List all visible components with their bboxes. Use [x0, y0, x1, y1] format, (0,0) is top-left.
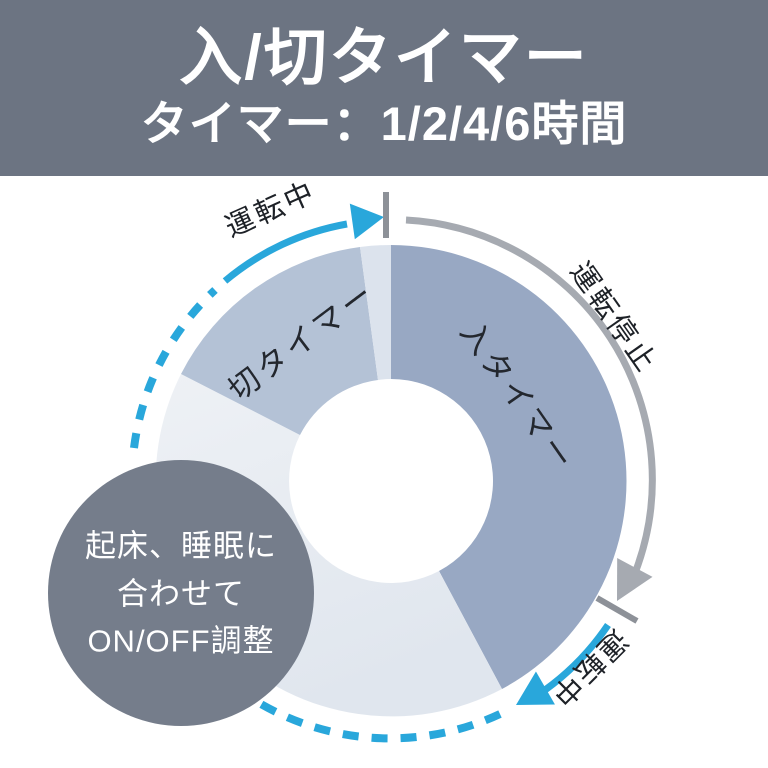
- running-arc-dashed-bottom: [236, 686, 502, 743]
- page-subtitle: タイマー：1/2/4/6時間: [140, 97, 628, 151]
- callout-line-3: ON/OFF調整: [87, 624, 274, 659]
- page-title: 入/切タイマー: [179, 22, 589, 93]
- segment-sliver: [360, 244, 391, 380]
- callout-line-2: 合わせて: [117, 577, 245, 612]
- segment-on-timer: [391, 245, 627, 689]
- running-arrow-head-top-icon: [349, 203, 384, 240]
- running-arc-top: [222, 220, 348, 284]
- callout-circle: [48, 460, 314, 726]
- stopped-arc: [405, 216, 656, 575]
- running-arc-bottom: [542, 623, 611, 693]
- header-banner: 入/切タイマー タイマー：1/2/4/6時間: [0, 0, 768, 176]
- running-arrow-head-bottom-icon: [516, 671, 555, 705]
- segment-off-timer: [181, 247, 378, 435]
- callout-line-1: 起床、睡眠に: [85, 529, 277, 564]
- tick-4-oclock: [595, 595, 639, 624]
- running-arc-dashed-left: [130, 287, 218, 449]
- stop-arrow-head-icon: [617, 558, 653, 601]
